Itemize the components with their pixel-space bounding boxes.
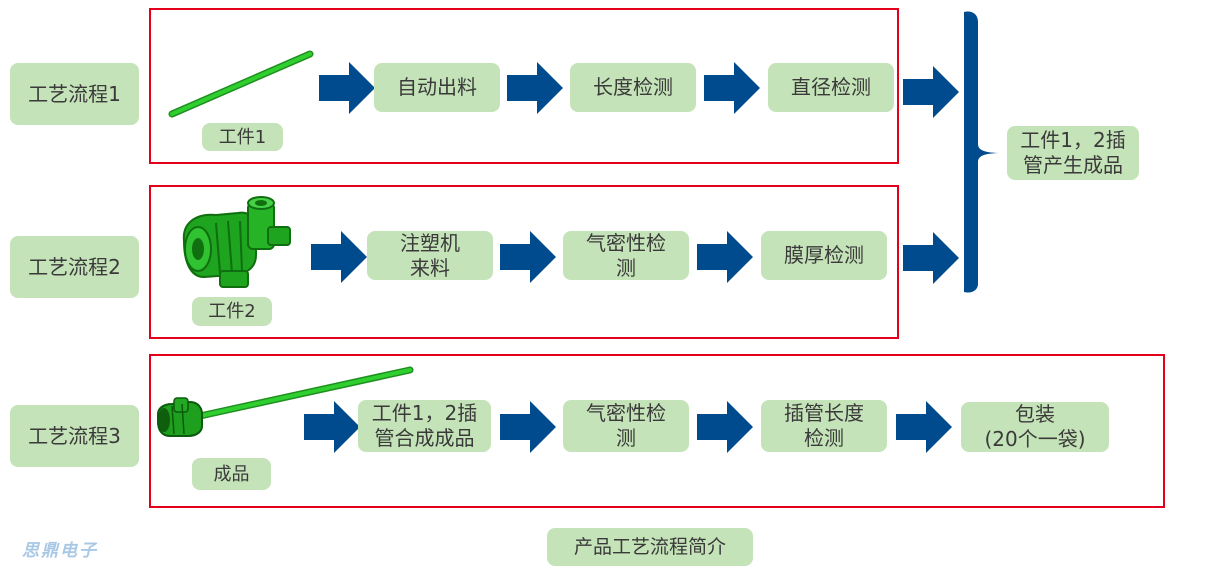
watermark-logo: 思鼎电子 [22,541,98,561]
process-1-label: 工艺流程1 [10,63,139,125]
arrow-icon [319,62,375,114]
process-3-label: 工艺流程3 [10,405,139,467]
process-3-step-1: 工件1，2插 管合成成品 [358,400,491,452]
arrow-icon [697,231,753,283]
arrow-icon [903,66,959,118]
workpiece-2-label: 工件2 [192,297,272,326]
arrow-icon [903,232,959,284]
arrow-icon [311,231,367,283]
process-1-frame [149,8,899,164]
process-3-frame [149,354,1165,508]
arrow-icon [500,231,556,283]
assembled-product-illustration [157,366,414,437]
process-2-label: 工艺流程2 [10,236,139,298]
process-2-frame [149,185,899,339]
process-1-step-1: 自动出料 [374,63,500,112]
green-rod-illustration [168,50,314,118]
process-1-step-3: 直径检测 [768,63,894,112]
green-molded-part-illustration [182,196,291,288]
merge-result-box: 工件1，2插 管产生成品 [1007,126,1139,180]
arrow-icon [704,62,760,114]
diagram-caption: 产品工艺流程简介 [547,528,753,566]
process-2-step-1: 注塑机 来料 [367,231,493,280]
finished-product-label: 成品 [192,458,271,490]
arrow-icon [500,401,556,453]
arrow-icon [507,62,563,114]
workpiece-1-label: 工件1 [202,123,283,151]
process-3-step-3: 插管长度 检测 [761,400,887,452]
process-2-step-3: 膜厚检测 [761,231,887,280]
arrow-icon [304,401,360,453]
process-3-step-2: 气密性检 测 [563,400,689,452]
process-2-step-2: 气密性检 测 [563,231,689,280]
merge-bracket [964,11,1002,293]
process-1-step-2: 长度检测 [570,63,696,112]
arrow-icon [697,401,753,453]
process-3-step-4: 包装 (20个一袋) [961,402,1109,452]
arrow-icon [896,401,952,453]
